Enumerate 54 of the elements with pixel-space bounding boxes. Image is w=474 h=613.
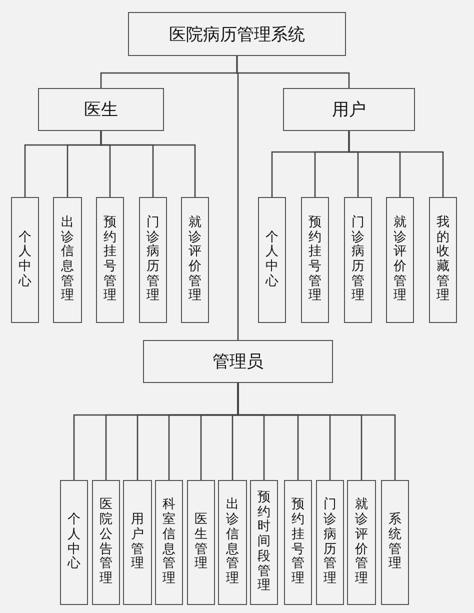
module-box bbox=[284, 480, 312, 605]
connector-line bbox=[237, 383, 396, 480]
module-box bbox=[381, 480, 409, 605]
box-label: 出诊信息管理 bbox=[61, 216, 74, 304]
module-box bbox=[386, 197, 414, 323]
module-box bbox=[11, 197, 39, 323]
box-label: 门诊病历管理 bbox=[146, 216, 160, 304]
role-box bbox=[143, 340, 333, 383]
box-label: 个人中心 bbox=[18, 230, 32, 290]
connector-line bbox=[236, 56, 239, 340]
box-label: 个人中心 bbox=[68, 513, 80, 572]
module-box bbox=[344, 197, 372, 323]
module-box bbox=[347, 480, 376, 605]
role-box bbox=[283, 88, 415, 131]
module-box bbox=[181, 197, 209, 323]
module-box bbox=[53, 197, 82, 323]
module-box bbox=[187, 480, 215, 605]
module-box bbox=[96, 197, 124, 323]
module-box bbox=[139, 197, 167, 323]
box-label: 预约挂号管理 bbox=[292, 498, 304, 587]
box-label: 门诊病历管理 bbox=[352, 216, 364, 304]
box-label: 出诊信息管理 bbox=[226, 498, 239, 587]
box-label: 管理员 bbox=[212, 351, 264, 373]
box-label: 系统管理 bbox=[388, 513, 402, 572]
module-box bbox=[92, 480, 120, 605]
box-label: 个人中心 bbox=[266, 230, 278, 290]
box-label: 就诊评价管理 bbox=[394, 216, 406, 304]
module-box bbox=[218, 480, 247, 605]
module-box bbox=[155, 480, 183, 605]
box-label: 医院公告管理 bbox=[100, 498, 112, 587]
box-label: 门诊病历管理 bbox=[324, 498, 336, 587]
module-box bbox=[316, 480, 344, 605]
box-label: 预约时间段管理 bbox=[258, 491, 270, 594]
role-box bbox=[38, 88, 164, 131]
box-label: 医生 bbox=[84, 99, 118, 121]
box-label: 就诊评价管理 bbox=[355, 498, 368, 587]
module-box bbox=[60, 480, 88, 605]
box-label: 预约挂号管理 bbox=[308, 216, 322, 304]
box-label: 我的收藏管理 bbox=[436, 216, 450, 304]
connector-line bbox=[100, 131, 196, 197]
connector-line bbox=[348, 131, 444, 197]
box-label: 用户 bbox=[332, 99, 366, 121]
box-label: 医生管理 bbox=[194, 513, 208, 572]
box-label: 用户管理 bbox=[131, 513, 144, 572]
box-label: 医院病历管理系统 bbox=[169, 24, 305, 46]
box-label: 就诊评价管理 bbox=[188, 216, 202, 304]
system-box bbox=[128, 12, 346, 56]
module-box bbox=[429, 197, 457, 323]
module-box bbox=[258, 197, 286, 323]
module-box bbox=[250, 480, 278, 605]
module-box bbox=[301, 197, 329, 323]
box-label: 科室信息管理 bbox=[162, 498, 176, 587]
module-box bbox=[123, 480, 152, 605]
box-label: 预约挂号管理 bbox=[104, 216, 116, 304]
